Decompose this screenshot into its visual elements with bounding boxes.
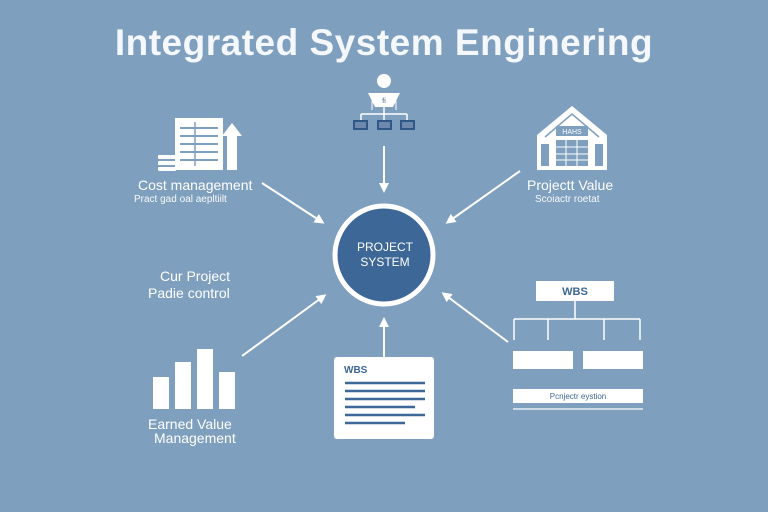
arrow-wbs-tree (441, 292, 509, 343)
center-line-1: PROJECT (356, 240, 413, 254)
cost-management-label: Cost management (138, 177, 253, 193)
center-line-2: SYSTEM (360, 255, 410, 269)
people-hierarchy-icon: fi (353, 74, 415, 130)
project-system-label: PROJECT SYSTEM (336, 240, 434, 270)
wbs-tree-header: WBS (562, 286, 588, 298)
project-control-label-2: Padie control (148, 285, 230, 301)
cost-spreadsheet-icon (158, 118, 242, 171)
bar-chart-icon (153, 349, 235, 409)
building-sign-text: HAHS (562, 129, 582, 136)
wbs-tree-footer: Pcnjectr eystion (550, 392, 606, 401)
wbs-document-icon: WBS (334, 357, 434, 439)
project-value-label: Projectt Value (527, 177, 614, 193)
project-value-sublabel: Scoiactr roetat (535, 194, 600, 205)
people-figure-text: fi (382, 98, 386, 105)
building-icon: HAHS (537, 106, 607, 170)
arrow-evm (241, 294, 327, 357)
diagram-title: Integrated System Enginering (114, 22, 654, 63)
wbs-doc-header: WBS (344, 365, 368, 376)
arrow-value (445, 170, 521, 224)
cost-management-sublabel: Pract gad oal aepltiilt (134, 194, 227, 205)
earned-value-label-2: Management (154, 430, 236, 446)
earned-value-label-1: Earned Value (148, 416, 232, 432)
wbs-tree-icon: WBS Pcnjectr eystion (513, 281, 643, 410)
project-system-node (332, 203, 436, 307)
arrow-cost (261, 182, 325, 224)
project-control-label-1: Cur Project (160, 268, 231, 284)
